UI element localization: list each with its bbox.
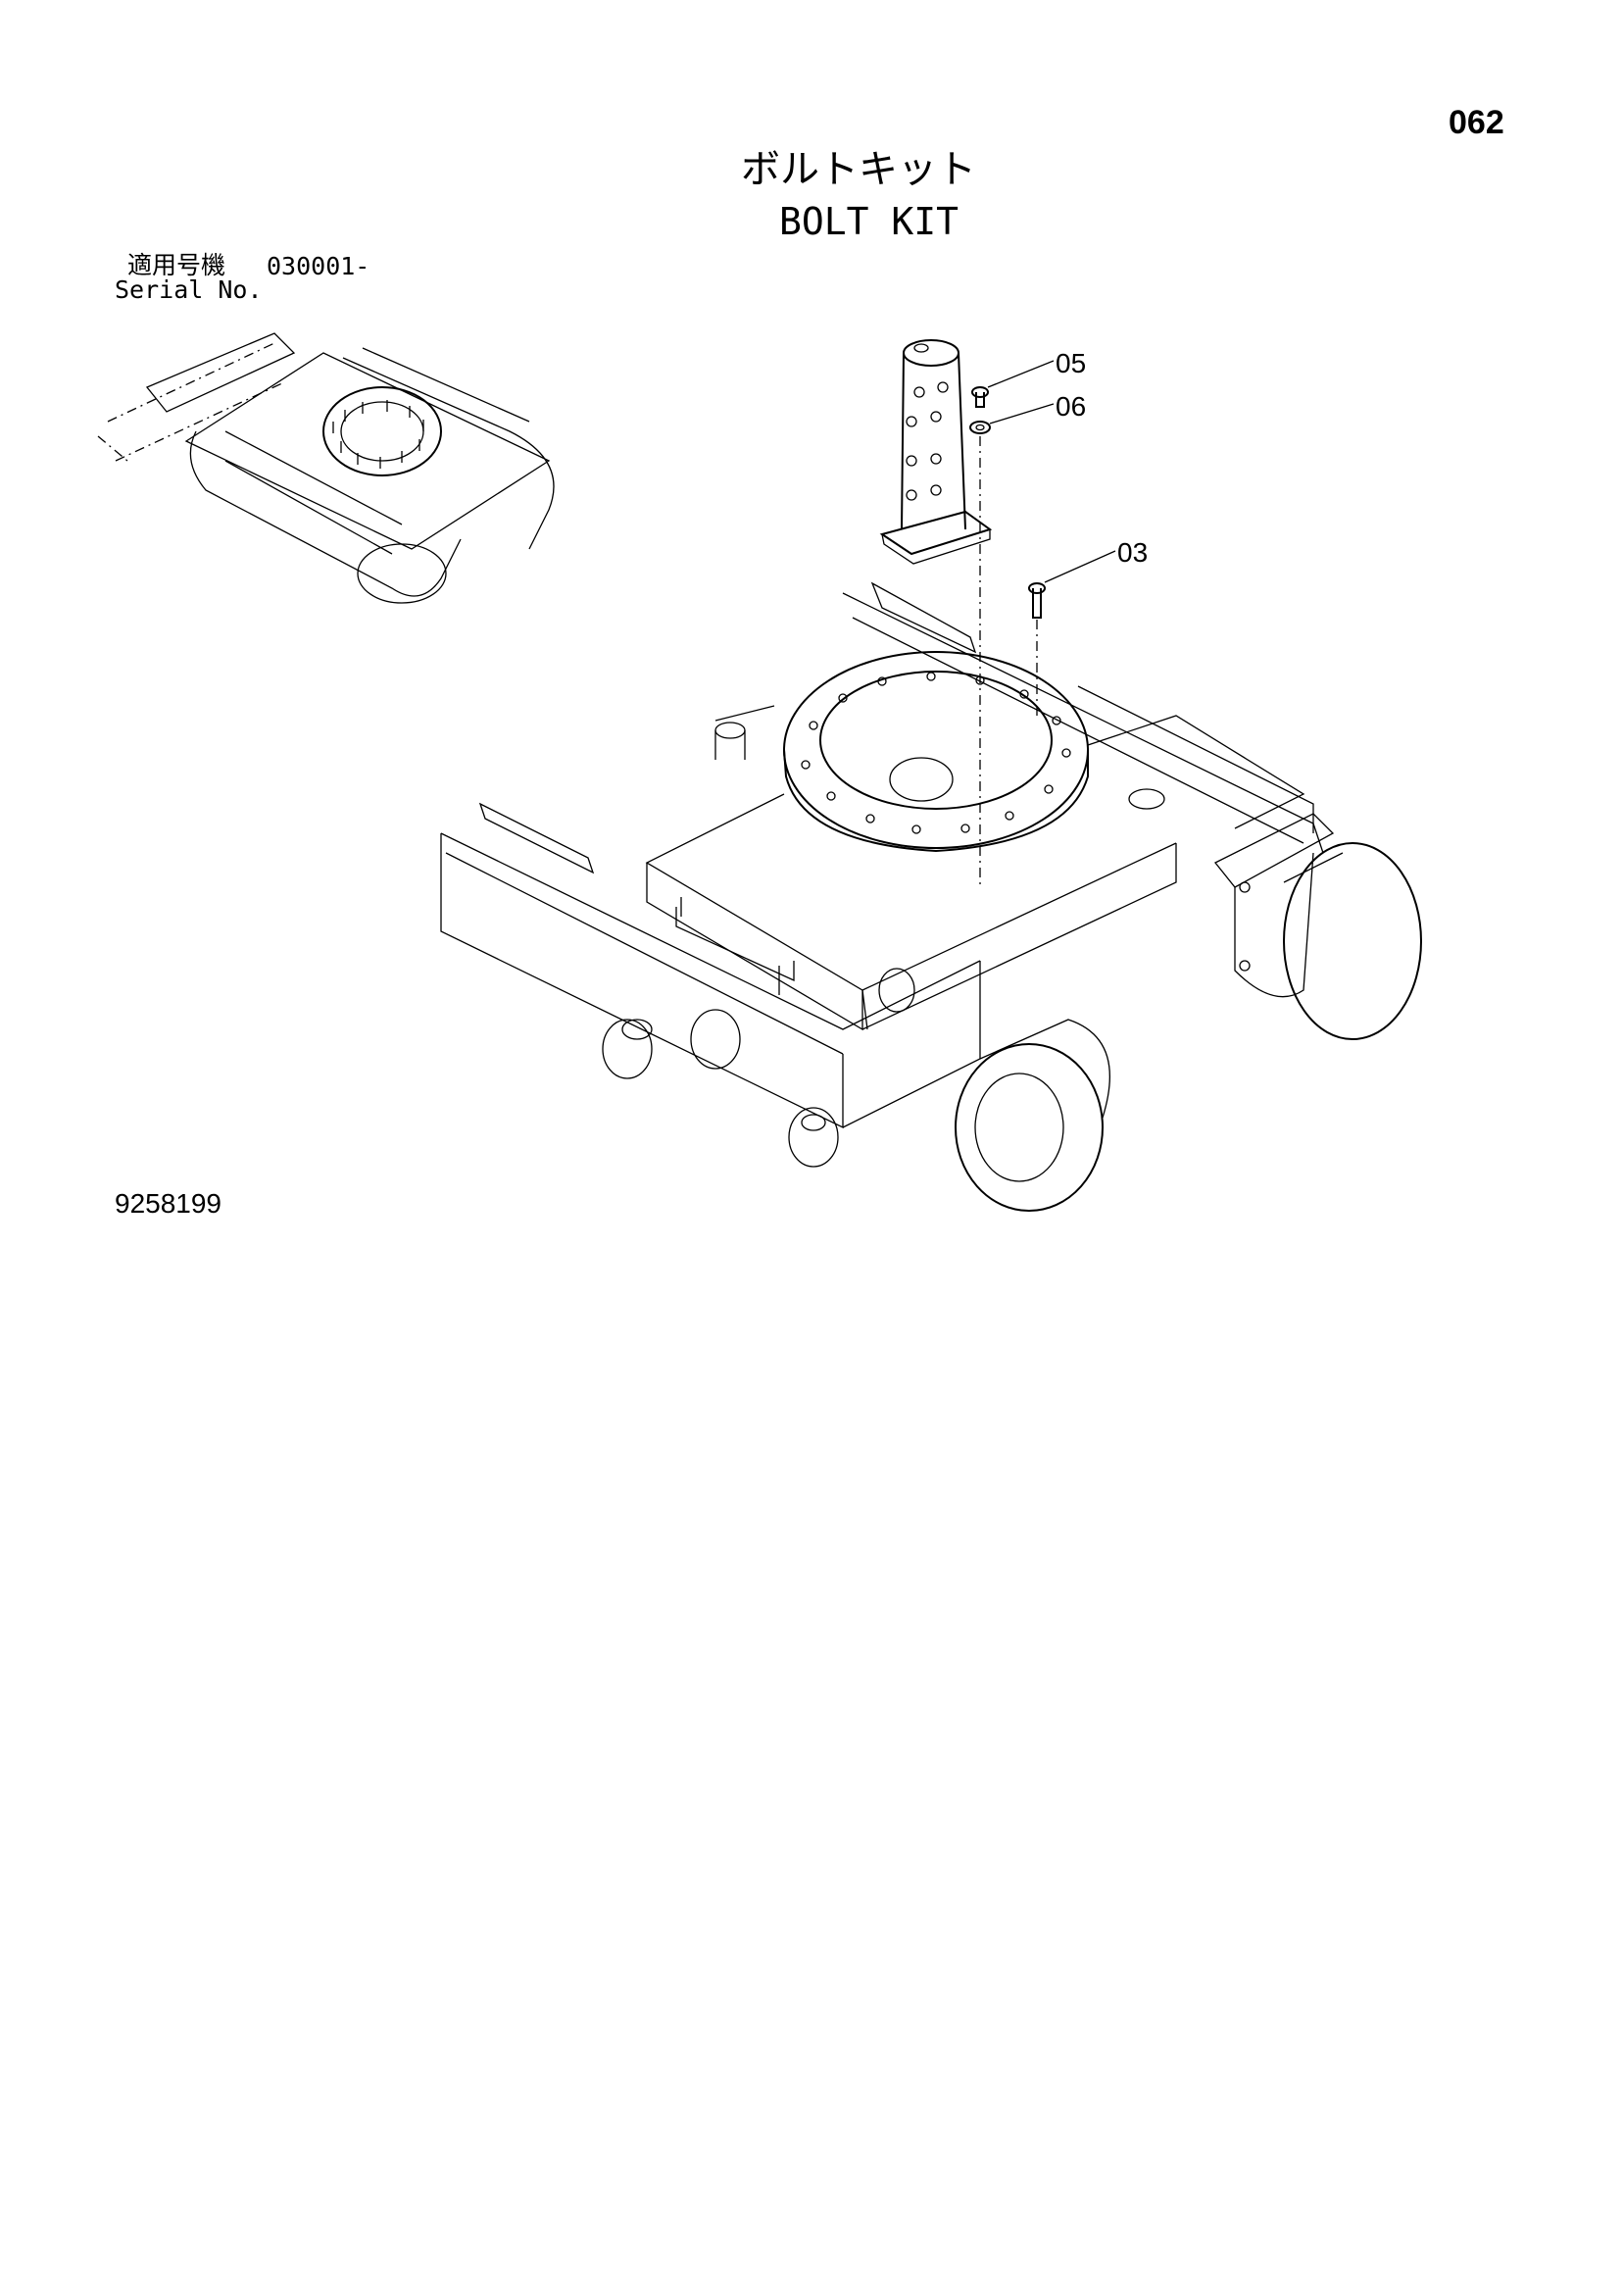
page-number: 062 (1449, 104, 1504, 141)
overview-undercarriage (97, 332, 555, 604)
bolt-05 (971, 360, 1055, 408)
center-joint (879, 339, 993, 565)
bolt-03 (1028, 550, 1116, 721)
serial-label-japanese: 適用号機 (127, 251, 226, 279)
drawing-number: 9258199 (115, 1188, 222, 1219)
washer-06 (969, 403, 1055, 887)
callout-05: 05 (1056, 348, 1087, 378)
serial-label-english: Serial No. (115, 275, 263, 304)
serial-value: 030001- (267, 252, 370, 280)
callout-03: 03 (1117, 537, 1149, 568)
title-english: BOLT KIT (779, 200, 959, 243)
title-japanese: ボルトキット (741, 147, 976, 192)
undercarriage-frame (440, 581, 1422, 1212)
callout-06: 06 (1056, 391, 1087, 422)
